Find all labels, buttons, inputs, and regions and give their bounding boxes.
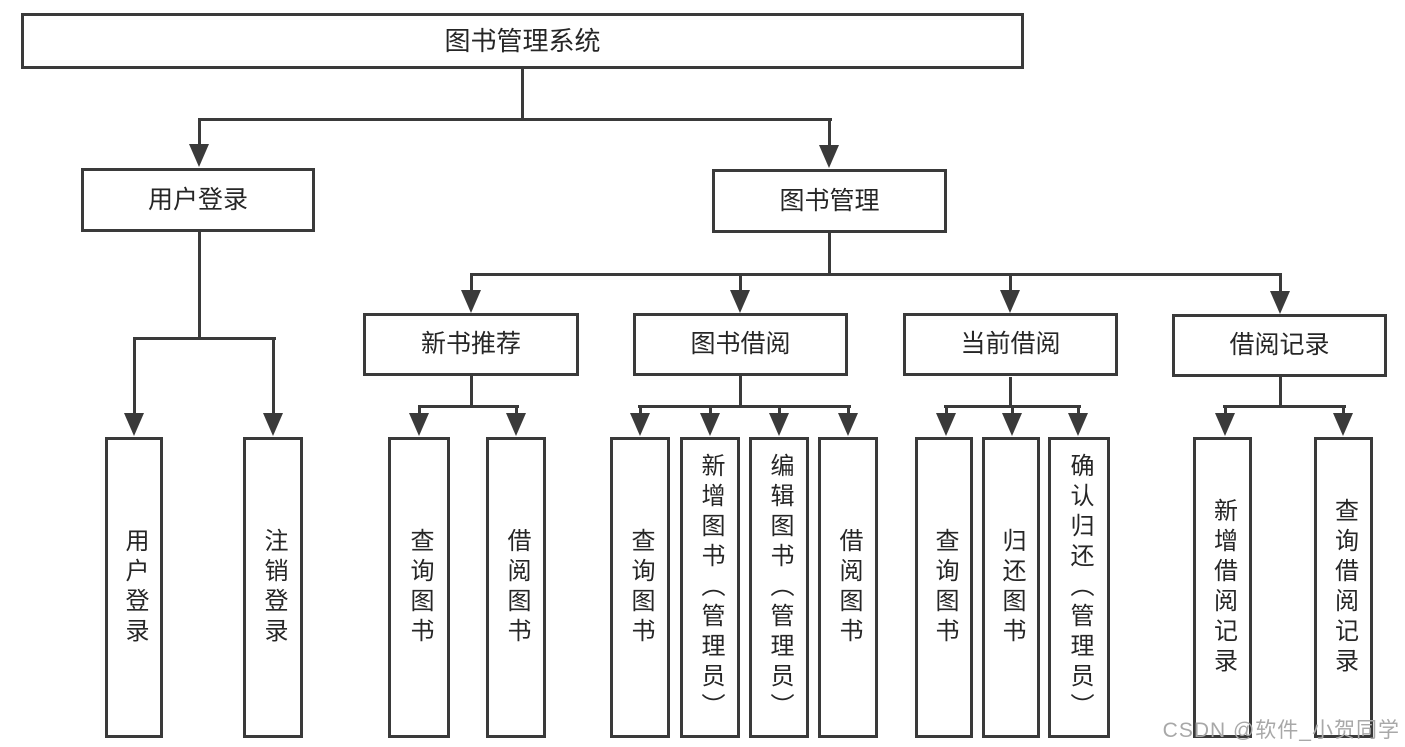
connector-to-current-borrow [1009,273,1012,291]
connector-book-borrow-bus [638,405,851,408]
connector-to-cb-return [1011,405,1014,414]
arrow-down-cb-confirm [1068,413,1088,436]
leaf-bb-borrow-books-label: 借阅图书 [835,527,862,648]
arrow-down-user-login [189,144,209,167]
leaf-bb-borrow-books: 借阅图书 [818,437,878,738]
leaf-nb-query-books-label: 查询图书 [406,527,433,648]
connector-to-nb-borrow [515,405,518,414]
connector-to-new-book [470,273,473,291]
arrow-down-bb-query [630,413,650,436]
connector-book-borrow-drop [739,376,742,407]
connector-to-br-add [1224,405,1227,414]
connector-to-bb-add [709,405,712,414]
node-book-management: 图书管理 [712,169,947,233]
node-user-login: 用户登录 [81,168,315,232]
connector-new-book-drop [470,376,473,407]
leaf-br-add-record: 新增借阅记录 [1193,437,1252,738]
leaf-bb-edit-books-admin-label: 编辑图书（管理员） [766,452,793,723]
connector-to-book-management [828,118,831,146]
leaf-br-add-record-label: 新增借阅记录 [1209,497,1237,678]
connector-to-leaf-logout [272,337,275,414]
leaf-user-login-label: 用户登录 [121,527,148,648]
connector-to-bb-borrow [847,405,850,414]
arrow-down-br-add [1215,413,1235,436]
leaf-cb-confirm-return-admin: 确认归还（管理员） [1048,437,1110,738]
leaf-cb-return-books: 归还图书 [982,437,1040,738]
arrow-down-cb-query [936,413,956,436]
connector-borrow-records-bus [1223,405,1346,408]
connector-to-user-login [198,118,201,146]
node-borrow-records: 借阅记录 [1172,314,1387,377]
connector-new-book-bus [418,405,519,408]
connector-to-cb-confirm [1077,405,1080,414]
connector-to-bb-edit [778,405,781,414]
leaf-nb-borrow-books-label: 借阅图书 [503,527,530,648]
arrow-down-book-management [819,145,839,168]
leaf-bb-query-books-label: 查询图书 [627,527,654,648]
connector-level2-bus [198,118,832,121]
leaf-bb-query-books: 查询图书 [610,437,670,738]
node-borrow-records-label: 借阅记录 [1229,331,1330,359]
node-root-label: 图书管理系统 [444,26,601,56]
leaf-bb-edit-books-admin: 编辑图书（管理员） [749,437,809,738]
node-root: 图书管理系统 [21,13,1024,69]
arrow-down-br-query [1333,413,1353,436]
arrow-down-cb-return [1002,413,1022,436]
leaf-cb-query-books-label: 查询图书 [931,527,958,648]
connector-to-cb-query [945,405,948,414]
arrow-down-new-book [461,290,481,313]
leaf-cb-return-books-label: 归还图书 [998,527,1025,648]
connector-user-login-drop [198,232,201,340]
connector-book-management-drop [828,233,831,275]
leaf-cb-query-books: 查询图书 [915,437,973,738]
arrow-down-leaf-login [124,413,144,436]
node-current-borrowing-label: 当前借阅 [960,330,1061,358]
leaf-logout: 注销登录 [243,437,303,738]
arrow-down-bb-edit [769,413,789,436]
connector-to-leaf-login [133,337,136,414]
node-current-borrowing: 当前借阅 [903,313,1118,376]
leaf-bb-add-books-admin-label: 新增图书（管理员） [697,452,724,723]
leaf-bb-add-books-admin: 新增图书（管理员） [680,437,740,738]
connector-root-drop [521,68,524,120]
arrow-down-nb-query [409,413,429,436]
arrow-down-book-borrow [730,290,750,313]
node-new-book-recommend: 新书推荐 [363,313,579,376]
connector-to-borrow-records [1279,273,1282,291]
connector-current-borrow-drop [1009,377,1012,407]
arrow-down-leaf-logout [263,413,283,436]
watermark: CSDN @软件_小贺同学 [1162,719,1400,742]
leaf-user-login: 用户登录 [105,437,163,738]
leaf-logout-label: 注销登录 [260,527,287,648]
leaf-br-query-record: 查询借阅记录 [1314,437,1373,738]
connector-user-login-bus [133,337,276,340]
node-book-borrowing: 图书借阅 [633,313,848,376]
arrow-down-nb-borrow [506,413,526,436]
arrow-down-current-borrow [1000,290,1020,313]
node-book-management-label: 图书管理 [779,186,880,215]
connector-to-nb-query [418,405,421,414]
node-new-book-recommend-label: 新书推荐 [420,330,521,358]
node-book-borrowing-label: 图书借阅 [690,330,791,358]
arrow-down-bb-borrow [838,413,858,436]
connector-to-book-borrow [739,273,742,291]
arrow-down-bb-add [700,413,720,436]
leaf-nb-query-books: 查询图书 [388,437,450,738]
node-user-login-label: 用户登录 [147,185,248,214]
leaf-br-query-record-label: 查询借阅记录 [1330,497,1358,678]
leaf-nb-borrow-books: 借阅图书 [486,437,546,738]
connector-borrow-records-drop [1279,377,1282,407]
connector-to-br-query [1342,405,1345,414]
leaf-cb-confirm-return-admin-label: 确认归还（管理员） [1066,452,1093,723]
arrow-down-borrow-records [1270,291,1290,314]
connector-to-bb-query [639,405,642,414]
connector-level3-bus [470,273,1282,276]
